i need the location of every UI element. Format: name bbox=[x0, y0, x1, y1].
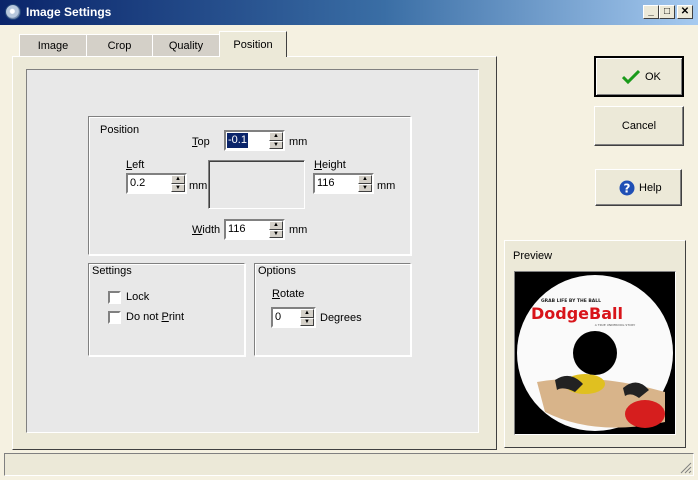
svg-text:?: ? bbox=[624, 182, 631, 196]
top-down-arrow[interactable]: ▼ bbox=[269, 140, 283, 149]
do-not-print-checkbox[interactable] bbox=[108, 311, 121, 324]
disc-subtitle: A TRUE UNDERDOG STORY bbox=[595, 323, 636, 327]
tab-quality[interactable]: Quality bbox=[152, 34, 220, 56]
position-group-title: Position bbox=[100, 124, 140, 136]
cancel-label: Cancel bbox=[621, 120, 657, 132]
app-disc-icon bbox=[5, 4, 21, 20]
width-up-arrow[interactable]: ▲ bbox=[269, 221, 283, 230]
tab-position[interactable]: Position bbox=[219, 31, 287, 57]
height-spinner[interactable]: 116 ▲▼ bbox=[313, 173, 374, 194]
disc-title: DodgeBall bbox=[531, 304, 623, 323]
ok-button[interactable]: OK bbox=[594, 56, 684, 97]
lock-checkbox[interactable] bbox=[108, 291, 121, 304]
tab-panel: Position Top -0.1 ▲▼ mm Left 0.2 ▲▼ mm H… bbox=[12, 56, 497, 450]
width-unit: mm bbox=[289, 224, 308, 236]
ok-label: OK bbox=[645, 71, 661, 83]
status-bar bbox=[4, 453, 694, 476]
top-up-arrow[interactable]: ▲ bbox=[269, 132, 283, 141]
options-group-title: Options bbox=[258, 265, 296, 277]
disc-preview-graphic: GRAB LIFE BY THE BALL DodgeBall A TRUE U… bbox=[515, 272, 675, 434]
left-up-arrow[interactable]: ▲ bbox=[171, 175, 185, 184]
rotate-value[interactable]: 0 bbox=[275, 311, 282, 323]
rotate-spinner[interactable]: 0 ▲▼ bbox=[271, 307, 316, 328]
left-spinner[interactable]: 0.2 ▲▼ bbox=[126, 173, 187, 194]
settings-group: Settings Lock Do not Print bbox=[88, 263, 245, 356]
height-unit: mm bbox=[377, 180, 396, 192]
maximize-button[interactable]: □ bbox=[659, 5, 675, 19]
width-label: Width bbox=[192, 224, 221, 236]
minimize-button[interactable]: _ bbox=[643, 5, 659, 19]
left-unit: mm bbox=[189, 180, 208, 192]
do-not-print-label[interactable]: Do not Print bbox=[126, 311, 185, 323]
tab-crop[interactable]: Crop bbox=[86, 34, 153, 56]
resize-grip-icon[interactable] bbox=[680, 462, 692, 474]
rotate-down-arrow[interactable]: ▼ bbox=[300, 317, 314, 326]
disc-tagline: GRAB LIFE BY THE BALL bbox=[541, 298, 601, 304]
width-spinner[interactable]: 116 ▲▼ bbox=[224, 219, 285, 240]
preview-title: Preview bbox=[513, 250, 553, 262]
position-preview-box bbox=[208, 160, 305, 209]
window-title: Image Settings bbox=[26, 5, 112, 19]
rotate-label: Rotate bbox=[272, 288, 305, 300]
height-value[interactable]: 116 bbox=[317, 177, 335, 189]
help-button[interactable]: ? Help bbox=[595, 169, 682, 206]
lock-label[interactable]: Lock bbox=[126, 291, 150, 303]
title-bar[interactable]: Image Settings _ □ ✕ bbox=[0, 0, 698, 25]
cancel-button[interactable]: Cancel bbox=[594, 106, 684, 146]
height-label: Height bbox=[314, 159, 346, 171]
height-up-arrow[interactable]: ▲ bbox=[358, 175, 372, 184]
width-down-arrow[interactable]: ▼ bbox=[269, 229, 283, 238]
left-value[interactable]: 0.2 bbox=[130, 177, 146, 189]
options-group: Options Rotate 0 ▲▼ Degrees bbox=[254, 263, 411, 356]
height-down-arrow[interactable]: ▼ bbox=[358, 183, 372, 192]
check-icon bbox=[622, 69, 640, 85]
position-group: Position Top -0.1 ▲▼ mm Left 0.2 ▲▼ mm H… bbox=[88, 116, 411, 255]
close-button[interactable]: ✕ bbox=[677, 5, 693, 19]
position-content-panel: Position Top -0.1 ▲▼ mm Left 0.2 ▲▼ mm H… bbox=[26, 69, 479, 433]
preview-image: GRAB LIFE BY THE BALL DodgeBall A TRUE U… bbox=[514, 271, 676, 435]
tab-image[interactable]: Image bbox=[19, 34, 87, 56]
width-value[interactable]: 116 bbox=[228, 223, 246, 235]
rotate-unit: Degrees bbox=[320, 312, 362, 324]
help-icon: ? bbox=[619, 180, 635, 196]
left-down-arrow[interactable]: ▼ bbox=[171, 183, 185, 192]
top-value[interactable]: -0.1 bbox=[227, 133, 248, 148]
settings-group-title: Settings bbox=[92, 265, 132, 277]
preview-group: Preview GRAB LIFE BY THE BALL DodgeBall … bbox=[504, 240, 686, 448]
left-label: Left bbox=[126, 159, 145, 171]
top-label: Top bbox=[192, 136, 210, 148]
rotate-up-arrow[interactable]: ▲ bbox=[300, 309, 314, 318]
help-label: Help bbox=[639, 182, 662, 194]
top-unit: mm bbox=[289, 136, 308, 148]
top-spinner[interactable]: -0.1 ▲▼ bbox=[224, 130, 285, 151]
